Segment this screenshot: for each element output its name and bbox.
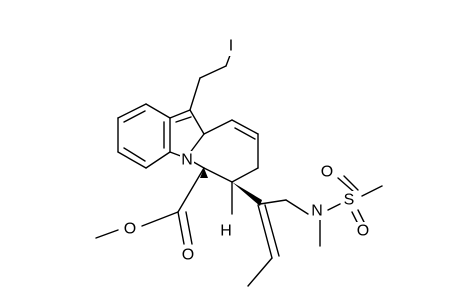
bond <box>117 103 147 119</box>
bond <box>337 177 355 193</box>
bond <box>189 77 201 111</box>
bond <box>231 119 259 135</box>
bond <box>145 151 171 169</box>
bond <box>145 103 171 119</box>
bond <box>231 167 259 183</box>
pyrrole-ring <box>169 109 205 159</box>
sulfonyl-oxygen-bottom-atom: O <box>357 223 369 240</box>
bond <box>203 119 233 135</box>
sulfonamide-chain <box>247 175 383 287</box>
bond <box>257 204 273 259</box>
bond <box>177 167 205 213</box>
label-background <box>356 222 370 240</box>
wedge-bond <box>232 182 262 206</box>
iodine-atom: I <box>229 38 233 55</box>
bond <box>199 65 227 79</box>
bond <box>141 211 179 227</box>
sulfonyl-oxygen-top-atom: O <box>321 164 333 181</box>
double-bond-inner <box>123 110 146 123</box>
bond <box>189 109 205 135</box>
label-background <box>180 151 194 169</box>
bond <box>361 185 383 197</box>
stereo-bonds <box>200 168 262 215</box>
iodoethyl-chain <box>189 49 233 111</box>
double-bond-inner <box>264 204 280 257</box>
ring-nitrogen-atom: N <box>181 152 193 169</box>
label-background <box>342 191 356 209</box>
bond <box>169 109 191 119</box>
methyl-ester <box>95 167 205 245</box>
bond <box>185 211 193 245</box>
bond <box>117 151 147 169</box>
carbonyl-oxygen-atom: O <box>182 247 194 264</box>
label-background <box>225 38 237 56</box>
bond <box>343 175 359 191</box>
hydrogen-atom: H <box>220 223 232 240</box>
sulfonamide-nitrogen-atom: N <box>311 203 323 220</box>
double-bond-inner <box>234 127 256 140</box>
benzene-ring <box>117 103 171 169</box>
atom-labels: I N H O O N S O O <box>123 38 370 264</box>
ester-oxygen-atom: O <box>124 221 136 238</box>
bond <box>203 167 233 183</box>
bond <box>177 211 185 245</box>
bond <box>327 203 341 211</box>
bond <box>95 229 119 239</box>
label-background <box>181 246 195 264</box>
double-bond-inner <box>123 147 146 162</box>
label-background <box>220 222 233 240</box>
label-background <box>123 220 137 238</box>
label-background <box>310 202 324 220</box>
bond <box>259 199 287 205</box>
double-bond-inner <box>175 116 192 123</box>
bond <box>285 199 309 215</box>
sulfur-atom: S <box>344 192 355 209</box>
bond <box>247 257 273 287</box>
wedge-bond <box>200 168 208 178</box>
label-background <box>320 163 334 181</box>
dihydropyridine-ring <box>189 119 259 183</box>
